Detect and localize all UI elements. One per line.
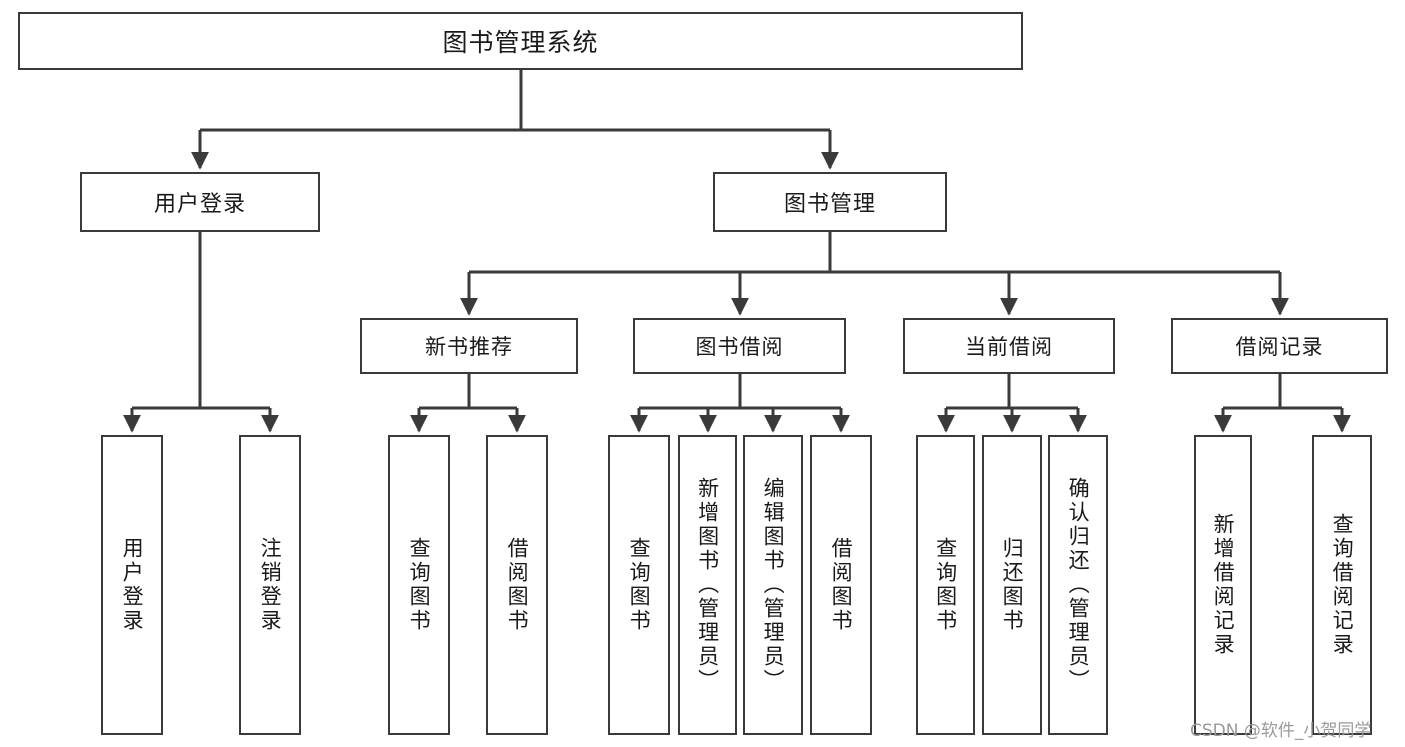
node-label: 查询图书 <box>407 537 432 633</box>
node-borrow-record[interactable]: 借阅记录 <box>1171 318 1388 374</box>
node-label: 借阅记录 <box>1235 335 1324 359</box>
leaf-query-book-current[interactable]: 查询图书 <box>916 435 975 735</box>
leaf-confirm-return-admin[interactable]: 确认归还（管理员） <box>1048 435 1108 735</box>
node-label: 编辑图书（管理员） <box>761 477 786 693</box>
node-label: 确认归还（管理员） <box>1066 477 1091 693</box>
node-label: 查询图书 <box>933 537 958 633</box>
node-book-management[interactable]: 图书管理 <box>713 172 947 232</box>
watermark: CSDN @软件_小贺同学 <box>1190 721 1372 741</box>
node-label: 当前借阅 <box>965 335 1053 359</box>
node-label: 查询借阅记录 <box>1330 513 1355 657</box>
node-label: 新增图书（管理员） <box>695 477 720 693</box>
leaf-borrow-book-recommend[interactable]: 借阅图书 <box>486 435 548 735</box>
node-root[interactable]: 图书管理系统 <box>18 12 1023 70</box>
node-label: 图书管理 <box>783 192 876 217</box>
leaf-query-borrow-record[interactable]: 查询借阅记录 <box>1312 435 1372 735</box>
node-current-borrow[interactable]: 当前借阅 <box>903 318 1115 374</box>
node-label: 注销登录 <box>258 537 283 633</box>
leaf-logout[interactable]: 注销登录 <box>239 435 301 735</box>
leaf-query-book-borrow[interactable]: 查询图书 <box>608 435 670 735</box>
node-new-book-recommend[interactable]: 新书推荐 <box>360 318 578 374</box>
leaf-query-book-recommend[interactable]: 查询图书 <box>388 435 450 735</box>
node-label: 用户登录 <box>120 537 145 633</box>
leaf-add-borrow-record[interactable]: 新增借阅记录 <box>1194 435 1252 735</box>
leaf-edit-book-admin[interactable]: 编辑图书（管理员） <box>743 435 803 735</box>
node-label: 用户登录 <box>153 192 246 217</box>
node-book-borrow[interactable]: 图书借阅 <box>633 318 846 374</box>
node-label: 归还图书 <box>1000 537 1025 633</box>
node-label: 新书推荐 <box>425 335 513 359</box>
node-label: 借阅图书 <box>829 537 854 633</box>
node-label: 图书借阅 <box>695 335 784 359</box>
leaf-add-book-admin[interactable]: 新增图书（管理员） <box>678 435 737 735</box>
node-label: 借阅图书 <box>505 537 530 633</box>
node-label: 新增借阅记录 <box>1211 513 1236 657</box>
leaf-borrow-book[interactable]: 借阅图书 <box>810 435 872 735</box>
leaf-user-login[interactable]: 用户登录 <box>101 435 163 735</box>
leaf-return-book[interactable]: 归还图书 <box>982 435 1042 735</box>
node-label: 查询图书 <box>627 537 652 633</box>
node-user-login[interactable]: 用户登录 <box>80 172 320 232</box>
node-label: 图书管理系统 <box>442 28 599 57</box>
